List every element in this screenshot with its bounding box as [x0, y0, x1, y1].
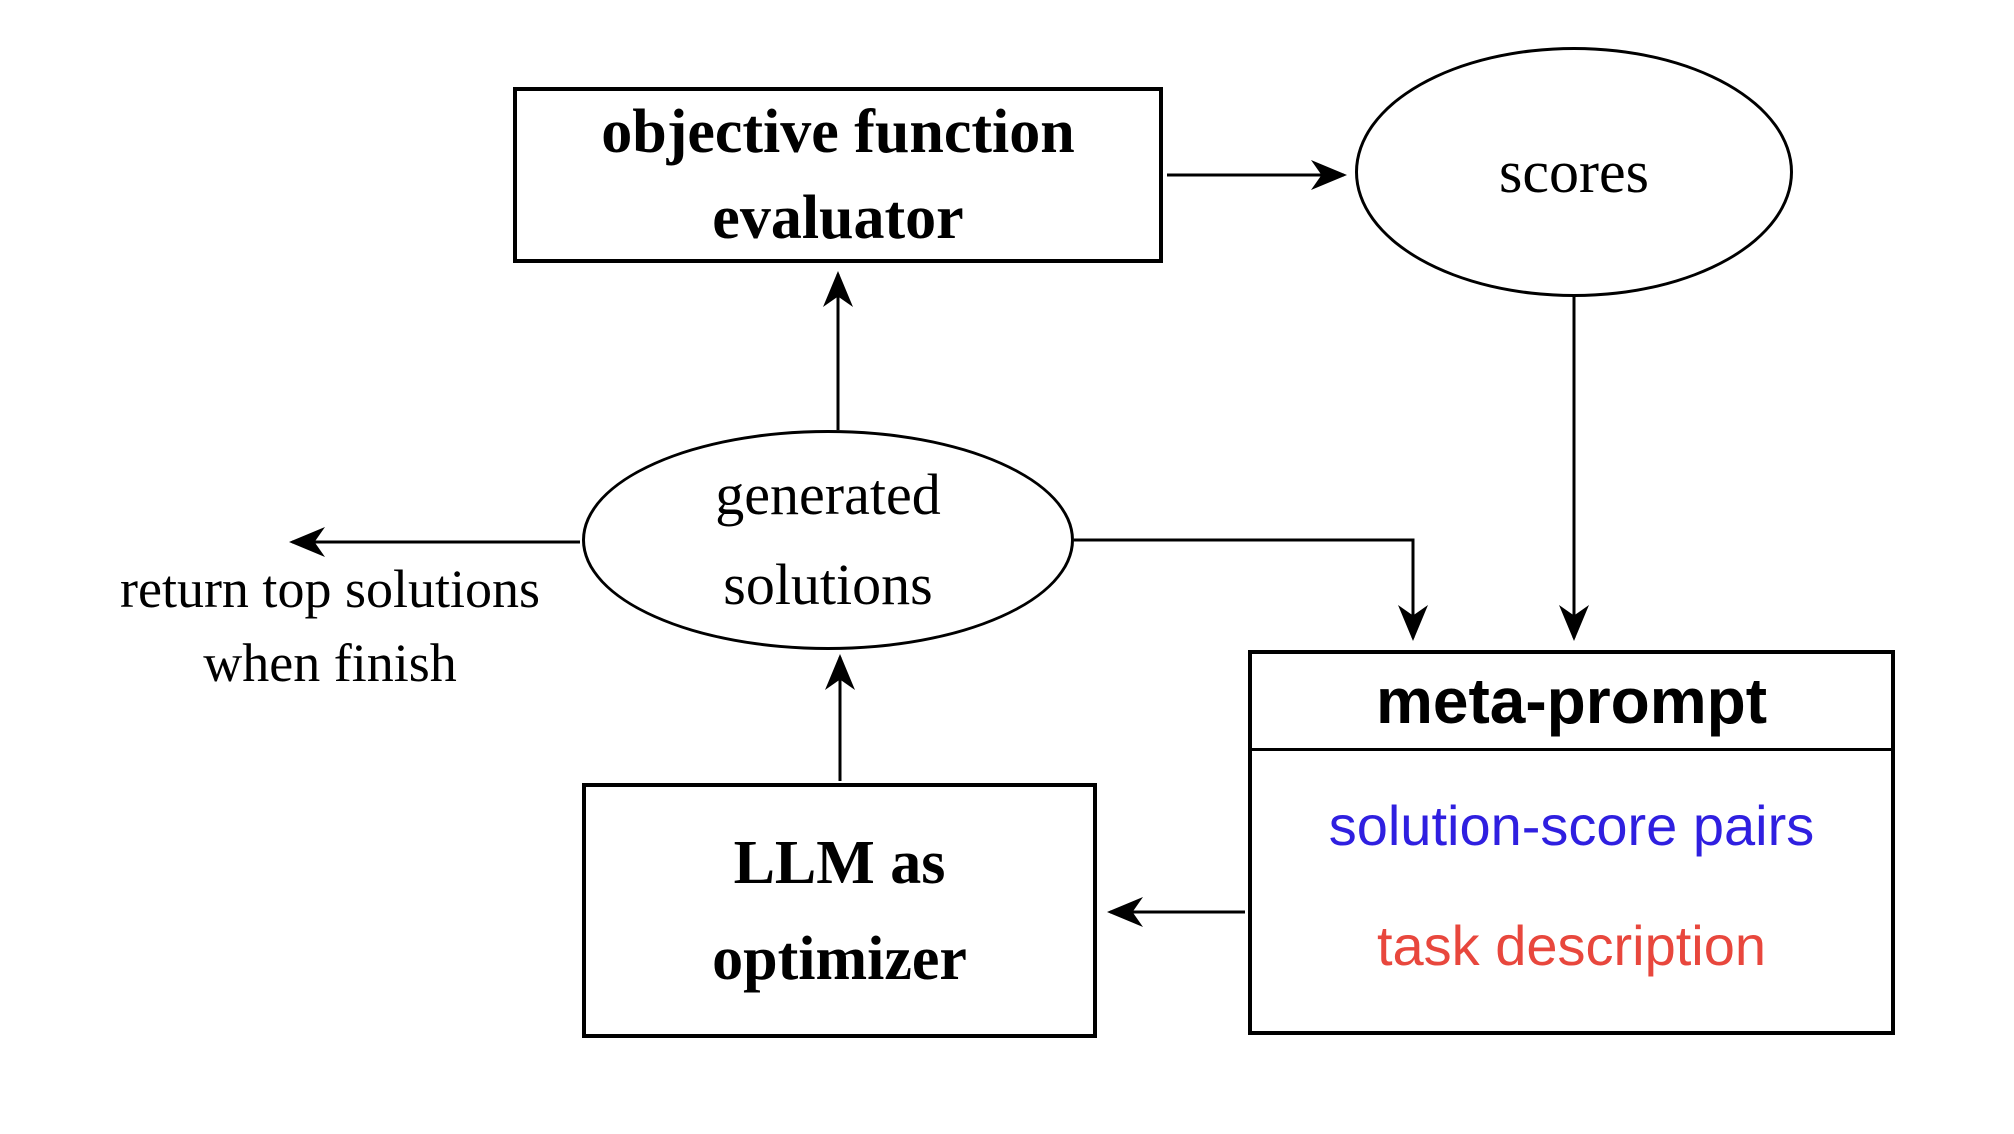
return-note-line1: return top solutions: [120, 559, 540, 619]
meta-prompt-body: solution-score pairs task description: [1252, 751, 1891, 1031]
llm-optimizer-label-line2: optimizer: [712, 924, 967, 993]
generated-solutions-label-line1: generated: [715, 462, 941, 527]
generated-solutions-label-line2: solutions: [723, 552, 933, 617]
node-meta-prompt: meta-prompt solution-score pairs task de…: [1248, 650, 1895, 1035]
return-note-line2: when finish: [203, 633, 457, 693]
return-note: return top solutions when finish: [30, 552, 630, 700]
arrow-generated-solutions-to-meta-prompt: [1074, 538, 1428, 641]
scores-label: scores: [1499, 138, 1649, 205]
meta-prompt-title: meta-prompt: [1252, 654, 1891, 751]
meta-prompt-item-task-description: task description: [1376, 913, 1767, 977]
node-generated-solutions: generated solutions: [582, 430, 1074, 650]
llm-optimizer-label-line1: LLM as: [733, 828, 946, 897]
objective-evaluator-label-line2: evaluator: [712, 184, 964, 252]
objective-evaluator-label-line1: objective function: [601, 98, 1075, 166]
meta-prompt-item-solution-score-pairs: solution-score pairs: [1328, 793, 1815, 857]
node-llm-as-optimizer: LLM as optimizer: [582, 783, 1097, 1038]
node-objective-function-evaluator: objective function evaluator: [513, 87, 1163, 263]
node-scores: scores: [1355, 47, 1793, 297]
